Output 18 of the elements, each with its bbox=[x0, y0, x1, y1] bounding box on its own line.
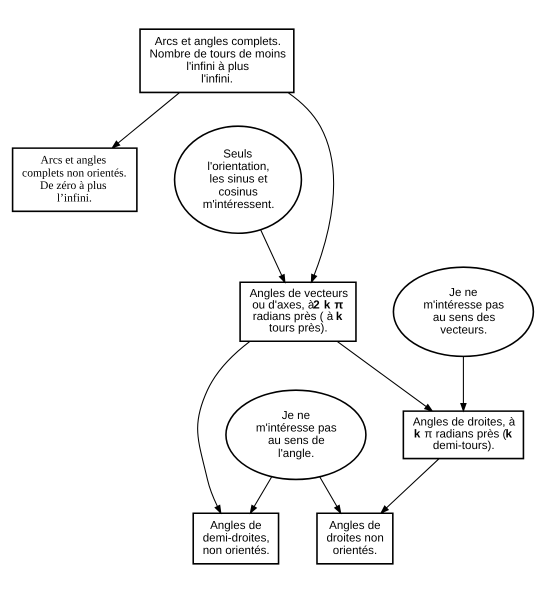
arrow bbox=[336, 341, 434, 412]
node-box: Angles de demi-droites, non orientés. bbox=[192, 512, 280, 565]
node-box: Angles de droites non orientés. bbox=[316, 512, 394, 565]
node-box: Angles de vecteurs ou d'axes, à2 k π radians près ( à k tours près). bbox=[239, 281, 357, 342]
arrow bbox=[460, 356, 467, 412]
node-box: Arcs et angles complets. Nombre de tours de moins l'infini à plus l'infini. bbox=[139, 28, 295, 94]
arrow bbox=[260, 230, 286, 284]
node-ellipse: Je ne m'intéresse pas au sens des vecteurs. bbox=[392, 266, 534, 358]
node-ellipse: Je ne m'intéresse pas au sens de l'angle. bbox=[225, 389, 367, 480]
arrow bbox=[250, 476, 272, 514]
node-ellipse: Seuls l'orientation, les sinus et cosinus m'intéressent. bbox=[174, 125, 302, 234]
arrow bbox=[197, 341, 250, 514]
node-box: Arcs et angles complets non orientés. De zéro à plus l’infini. bbox=[12, 147, 138, 212]
node-box: Angles de droites, à k π radians près (k demi-tours). bbox=[402, 410, 524, 460]
arrow bbox=[111, 92, 180, 149]
arrow bbox=[288, 92, 334, 284]
arrow bbox=[380, 458, 440, 514]
arrow bbox=[319, 476, 342, 514]
